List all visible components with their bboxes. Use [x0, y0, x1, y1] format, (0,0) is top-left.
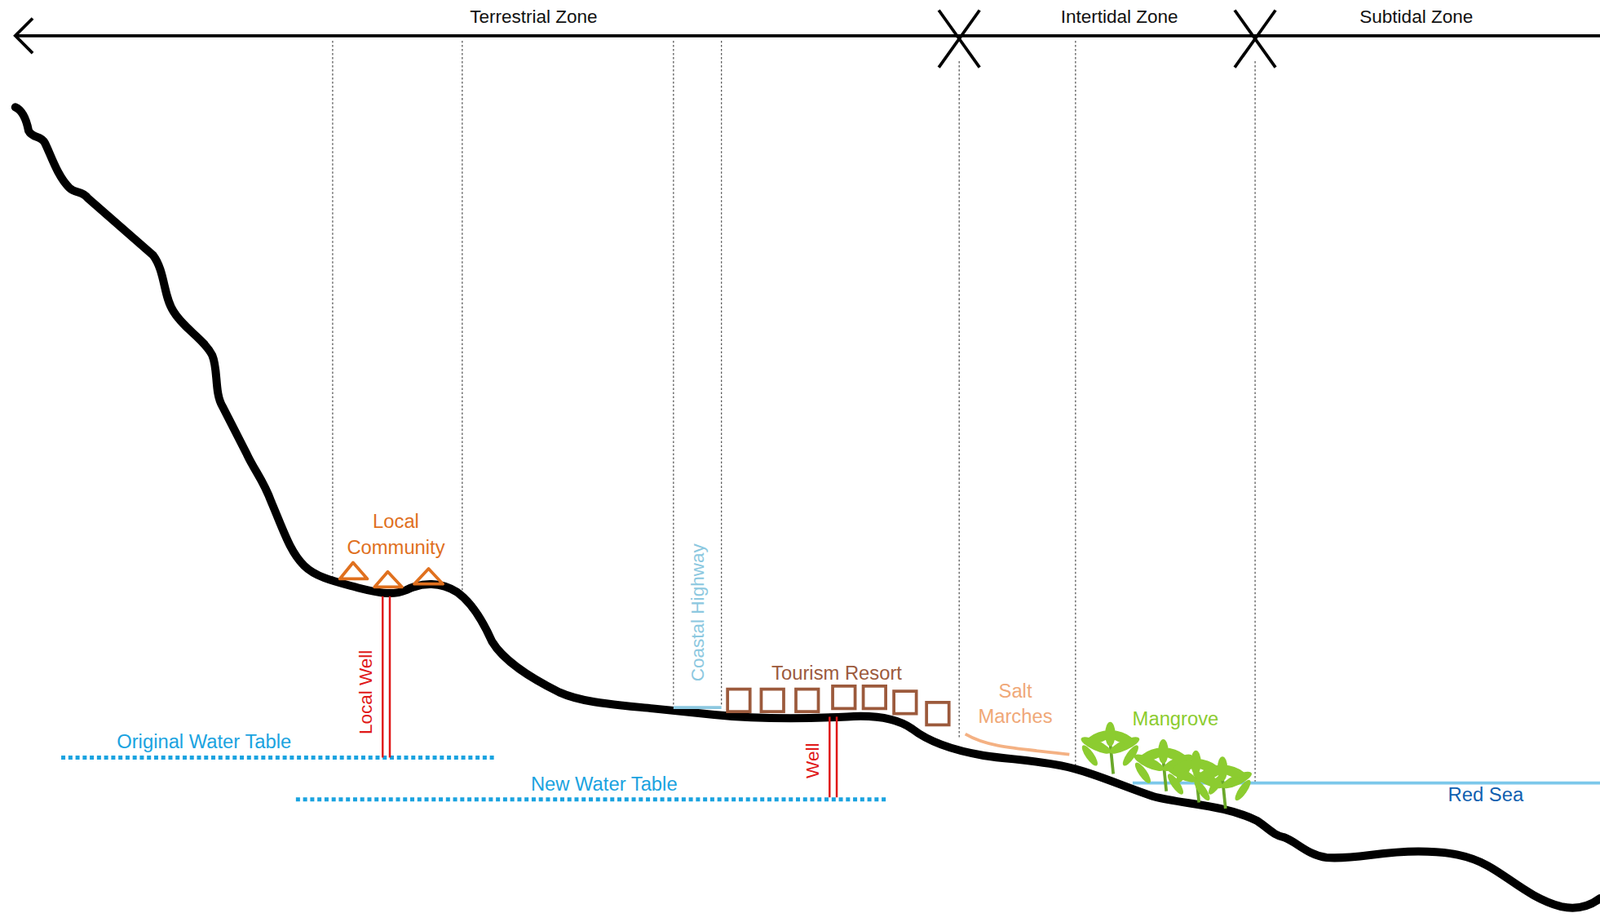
- highway-symbol: [673, 705, 722, 709]
- water-table-label: Original Water Table: [71, 729, 337, 755]
- zone-label: Subtidal Zone: [1314, 5, 1519, 30]
- habitat-label: Mangrove: [1113, 707, 1237, 733]
- new-water-table: [296, 796, 889, 801]
- zone-label: Terrestrial Zone: [421, 5, 646, 30]
- building-symbol: [727, 685, 950, 725]
- ground-profile: [15, 106, 1600, 907]
- water-table-label: New Water Table: [491, 772, 717, 798]
- habitat-label: Salt Marches: [966, 678, 1065, 730]
- mangrove-symbol: [1078, 721, 1254, 809]
- well-label: Local Well: [354, 620, 379, 764]
- zone-label: Intertidal Zone: [1017, 5, 1222, 30]
- house-symbol: [340, 561, 443, 587]
- well-label: Well: [801, 729, 826, 792]
- place-label: Local Community: [335, 509, 457, 561]
- original-water-table: [61, 755, 496, 760]
- place-label: Tourism Resort: [734, 660, 939, 686]
- sea-label: Red Sea: [1424, 782, 1547, 808]
- salt-marsh-line: [965, 733, 1070, 755]
- zone-guides: [332, 40, 1256, 782]
- well-symbol: [382, 596, 837, 798]
- road-label: Coastal Highway: [685, 520, 710, 704]
